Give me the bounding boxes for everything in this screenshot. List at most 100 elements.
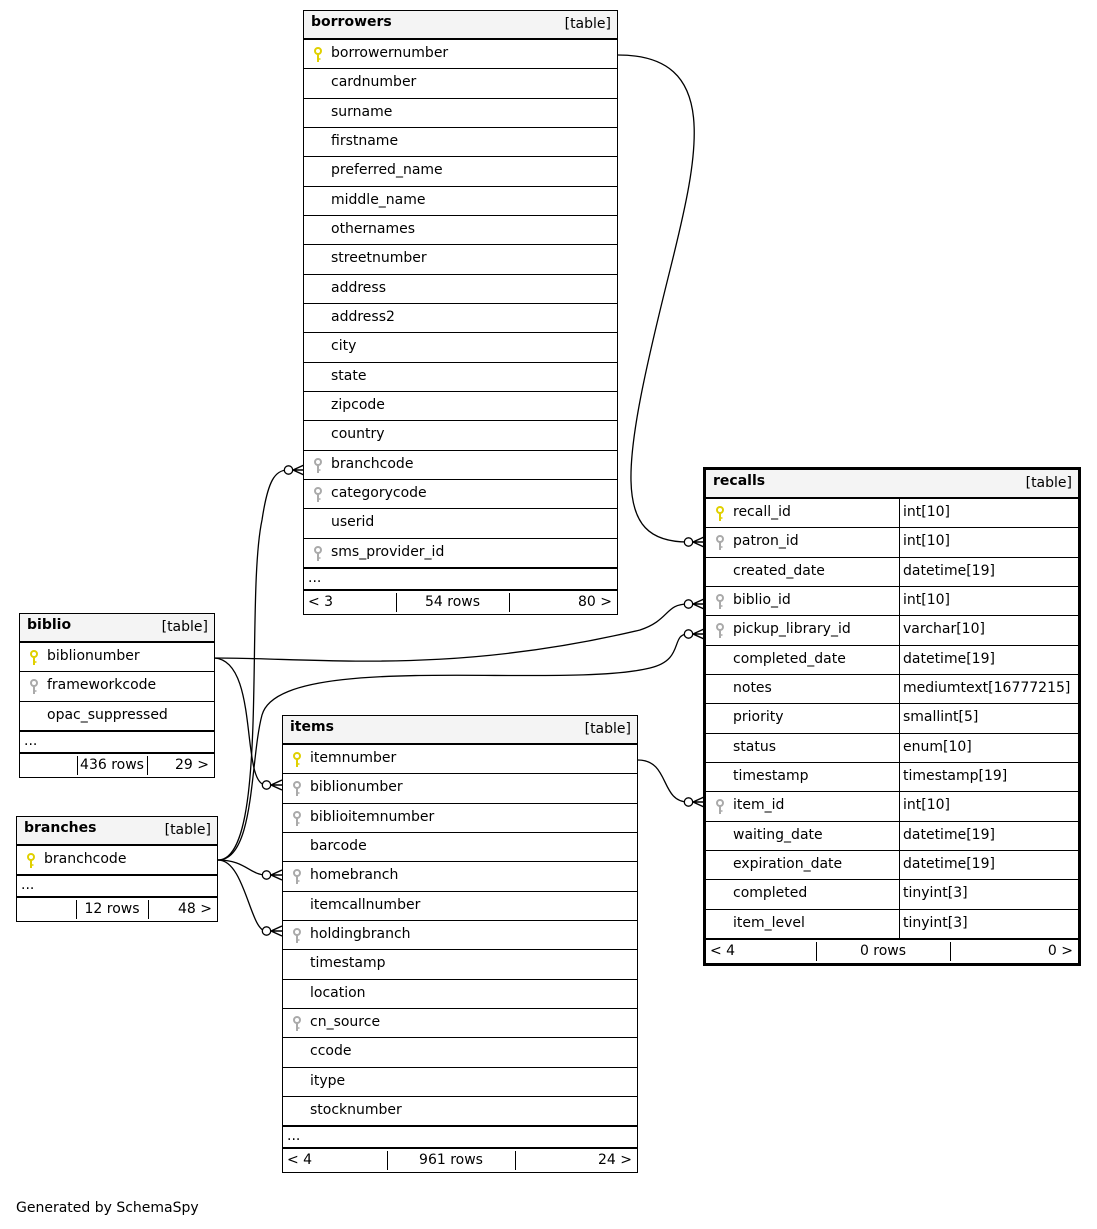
column-row[interactable]: preferred_name	[304, 156, 617, 185]
parents-count[interactable]: < 4	[287, 1152, 313, 1169]
column-row[interactable]: stocknumber	[283, 1095, 637, 1125]
column-divider	[899, 761, 900, 792]
column-row[interactable]: cardnumber	[304, 68, 617, 97]
column-row[interactable]: itype	[283, 1066, 637, 1096]
table-name[interactable]: recalls	[713, 473, 766, 489]
link-biblio-recalls	[213, 603, 689, 662]
foreign-key-icon	[292, 1015, 302, 1032]
column-name: ccode	[310, 1043, 352, 1060]
column-row[interactable]: othernames	[304, 214, 617, 244]
column-row[interactable]: country	[304, 420, 617, 449]
foreign-key-icon	[29, 679, 39, 695]
optional-marker	[283, 465, 294, 475]
primary-key-icon	[292, 752, 302, 768]
crowfoot-marker	[292, 464, 305, 476]
foreign-key-icon	[313, 457, 323, 474]
footer-divider	[816, 941, 817, 961]
column-type: int[10]	[903, 533, 950, 550]
column-row[interactable]: sms_provider_id	[304, 537, 617, 567]
primary-key-icon	[29, 650, 39, 666]
column-row[interactable]: ccode	[283, 1037, 637, 1066]
column-type: smallint[5]	[903, 709, 979, 726]
table-name[interactable]: biblio	[27, 617, 72, 633]
column-row[interactable]: itemnumber	[283, 744, 637, 773]
children-count[interactable]: 0 >	[1047, 942, 1073, 959]
children-count[interactable]: 48 >	[178, 901, 212, 918]
column-row[interactable]: biblionumber	[283, 773, 637, 802]
table-name[interactable]: branches	[24, 820, 97, 836]
table-type: [table]	[1025, 475, 1072, 491]
children-count[interactable]: 29 >	[175, 756, 209, 773]
children-count[interactable]: 80 >	[578, 593, 612, 610]
column-row[interactable]: created_date datetime[19]	[706, 556, 1078, 586]
foreign-key-icon	[292, 781, 302, 797]
footer-divider	[396, 592, 397, 612]
column-row[interactable]: biblioitemnumber	[283, 802, 637, 832]
column-row[interactable]: categorycode	[304, 478, 617, 508]
more-columns-ellipsis: ...	[24, 732, 38, 749]
column-name: borrowernumber	[331, 45, 449, 61]
column-type: datetime[19]	[903, 562, 995, 579]
column-row[interactable]: branchcode	[304, 449, 617, 479]
column-row[interactable]: itemcallnumber	[283, 890, 637, 920]
table-name[interactable]: items	[290, 719, 334, 735]
parents-count[interactable]: < 4	[710, 942, 736, 959]
more-columns: ...	[17, 874, 217, 896]
column-row[interactable]: barcode	[283, 831, 637, 861]
column-row[interactable]: middle_name	[304, 185, 617, 215]
column-divider	[899, 673, 900, 704]
column-row[interactable]: frameworkcode	[20, 671, 214, 700]
column-row[interactable]: zipcode	[304, 390, 617, 420]
column-name: categorycode	[331, 484, 427, 501]
children-count[interactable]: 24 >	[598, 1152, 632, 1169]
column-row[interactable]: address	[304, 273, 617, 303]
parents-count[interactable]: < 3	[308, 593, 334, 610]
column-row[interactable]: address2	[304, 302, 617, 332]
column-name: frameworkcode	[47, 677, 157, 694]
column-row[interactable]: holdingbranch	[283, 919, 637, 949]
column-row[interactable]: biblionumber	[20, 642, 214, 671]
column-row[interactable]: cn_source	[283, 1007, 637, 1037]
column-divider	[899, 879, 900, 909]
footer-divider	[509, 592, 510, 612]
column-row[interactable]: location	[283, 978, 637, 1008]
column-name: cn_source	[310, 1013, 381, 1030]
column-row[interactable]: state	[304, 361, 617, 391]
column-row[interactable]: streetnumber	[304, 244, 617, 273]
column-name: created_date	[733, 562, 825, 579]
column-row[interactable]: branchcode	[17, 845, 217, 874]
column-row[interactable]: surname	[304, 97, 617, 127]
column-row[interactable]: opac_suppressed	[20, 700, 214, 730]
foreign-key-icon	[715, 535, 725, 551]
table-name[interactable]: borrowers	[311, 14, 392, 30]
column-name: barcode	[310, 837, 367, 854]
column-row[interactable]: timestamp	[283, 949, 637, 978]
column-row[interactable]: borrowernumber	[304, 39, 617, 68]
table-type: [table]	[584, 721, 631, 737]
column-row[interactable]: homebranch	[283, 861, 637, 890]
column-row[interactable]: userid	[304, 508, 617, 537]
column-row[interactable]: firstname	[304, 126, 617, 156]
more-columns-ellipsis: ...	[21, 877, 35, 894]
column-row[interactable]: city	[304, 332, 617, 361]
row-count: 0 rows	[859, 942, 907, 959]
